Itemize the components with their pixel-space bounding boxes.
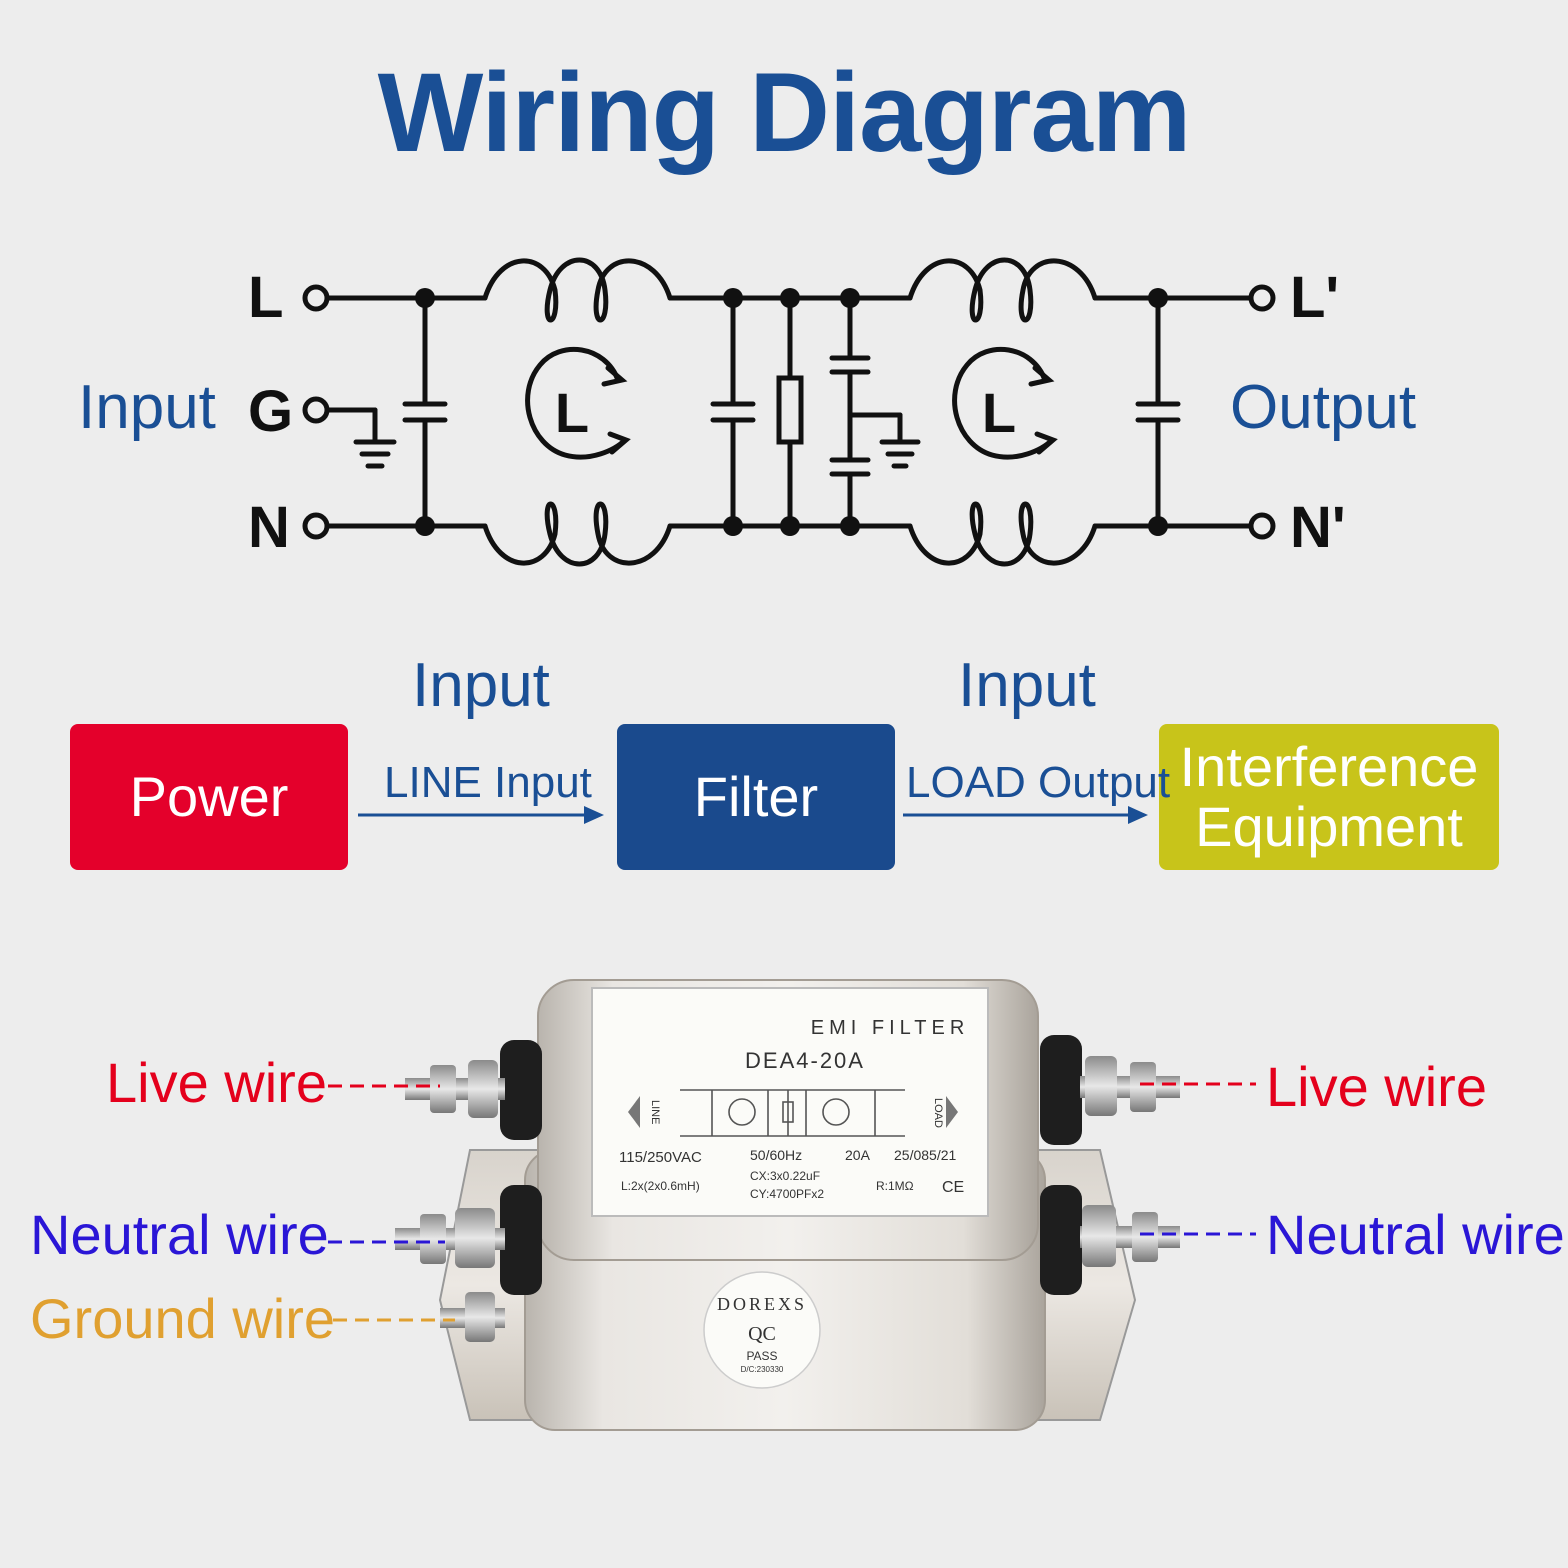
terminal-N bbox=[302, 512, 330, 540]
terminal-G bbox=[302, 396, 330, 424]
grommet-left-bottom bbox=[500, 1185, 542, 1295]
filter-box: Filter bbox=[617, 724, 895, 870]
live-wire-label-right: Live wire bbox=[1266, 1055, 1487, 1118]
neutral-wire-label-left: Neutral wire bbox=[30, 1203, 329, 1266]
output-side-label: Output bbox=[1230, 373, 1417, 442]
inductor-symbol-1: L bbox=[555, 381, 589, 444]
sticker-dc: D/C:230330 bbox=[741, 1365, 784, 1374]
label-spec-climate: 25/085/21 bbox=[894, 1147, 956, 1163]
node-label-L-out: L' bbox=[1290, 265, 1340, 330]
label-spec-freq: 50/60Hz bbox=[750, 1147, 802, 1163]
power-label: Power bbox=[129, 765, 289, 828]
ground-wire-label-left: Ground wire bbox=[30, 1287, 336, 1350]
inductor-1-top bbox=[482, 257, 673, 323]
inductor-symbol-2: L bbox=[982, 381, 1016, 444]
ce-mark-icon: CE bbox=[942, 1179, 964, 1196]
neutral-wire-label-right: Neutral wire bbox=[1266, 1203, 1565, 1266]
flow-right-heading: Input bbox=[958, 651, 1096, 720]
page-title: Wiring Diagram bbox=[377, 50, 1192, 175]
flow-left-heading: Input bbox=[412, 651, 550, 720]
label-spec-current: 20A bbox=[845, 1147, 871, 1163]
rotation-arrow-2 bbox=[952, 347, 1055, 460]
label-title: EMI FILTER bbox=[811, 1017, 970, 1039]
equipment-label-line2: Equipment bbox=[1195, 795, 1463, 858]
label-spec-cx: CX:3x0.22uF bbox=[750, 1169, 820, 1183]
terminal-bolts-left bbox=[395, 1060, 505, 1342]
label-spec-r: R:1MΩ bbox=[876, 1179, 914, 1193]
sticker-qc: QC bbox=[748, 1323, 776, 1345]
inductor-1-bottom bbox=[482, 501, 673, 567]
node-label-G: G bbox=[248, 379, 294, 444]
equipment-label-line1: Interference bbox=[1179, 735, 1479, 798]
filter-label: Filter bbox=[693, 765, 819, 828]
rotation-arrow-1 bbox=[525, 347, 628, 460]
junction-dots bbox=[415, 288, 1168, 536]
qc-sticker bbox=[703, 1271, 821, 1389]
load-output-label: LOAD Output bbox=[906, 758, 1171, 807]
terminal-N-out bbox=[1248, 512, 1276, 540]
line-arrow-icon bbox=[628, 1096, 640, 1128]
power-box: Power bbox=[70, 724, 348, 870]
label-mini-schematic bbox=[680, 1089, 905, 1137]
circuit-schematic: L L bbox=[302, 257, 1276, 567]
node-label-L: L bbox=[248, 265, 284, 330]
label-line-side: LINE bbox=[649, 1100, 661, 1124]
grommet-right-top bbox=[1040, 1035, 1082, 1145]
label-spec-inductance: L:2x(2x0.6mH) bbox=[621, 1179, 700, 1193]
sticker-pass: PASS bbox=[746, 1349, 777, 1363]
input-side-label: Input bbox=[78, 373, 216, 442]
equipment-box: Interference Equipment bbox=[1159, 724, 1499, 870]
label-spec-voltage: 115/250VAC bbox=[619, 1149, 702, 1166]
line-input-label: LINE Input bbox=[384, 758, 592, 807]
load-arrow-icon bbox=[946, 1096, 958, 1128]
node-label-N: N bbox=[248, 495, 290, 560]
node-label-N-out: N' bbox=[1290, 495, 1346, 560]
label-load-side: LOAD bbox=[932, 1098, 944, 1128]
terminal-L-out bbox=[1248, 284, 1276, 312]
grommet-right-bottom bbox=[1040, 1185, 1082, 1295]
label-spec-cy: CY:4700PFx2 bbox=[750, 1187, 824, 1201]
sticker-brand: DOREXS bbox=[717, 1294, 807, 1314]
label-model: DEA4-20A bbox=[745, 1048, 865, 1073]
terminal-bolts-right bbox=[1080, 1056, 1180, 1267]
grommet-left-top bbox=[500, 1040, 542, 1140]
terminal-L bbox=[302, 284, 330, 312]
live-wire-label-left: Live wire bbox=[106, 1051, 327, 1114]
inductor-2-top bbox=[907, 257, 1098, 323]
inductor-2-bottom bbox=[907, 501, 1098, 567]
